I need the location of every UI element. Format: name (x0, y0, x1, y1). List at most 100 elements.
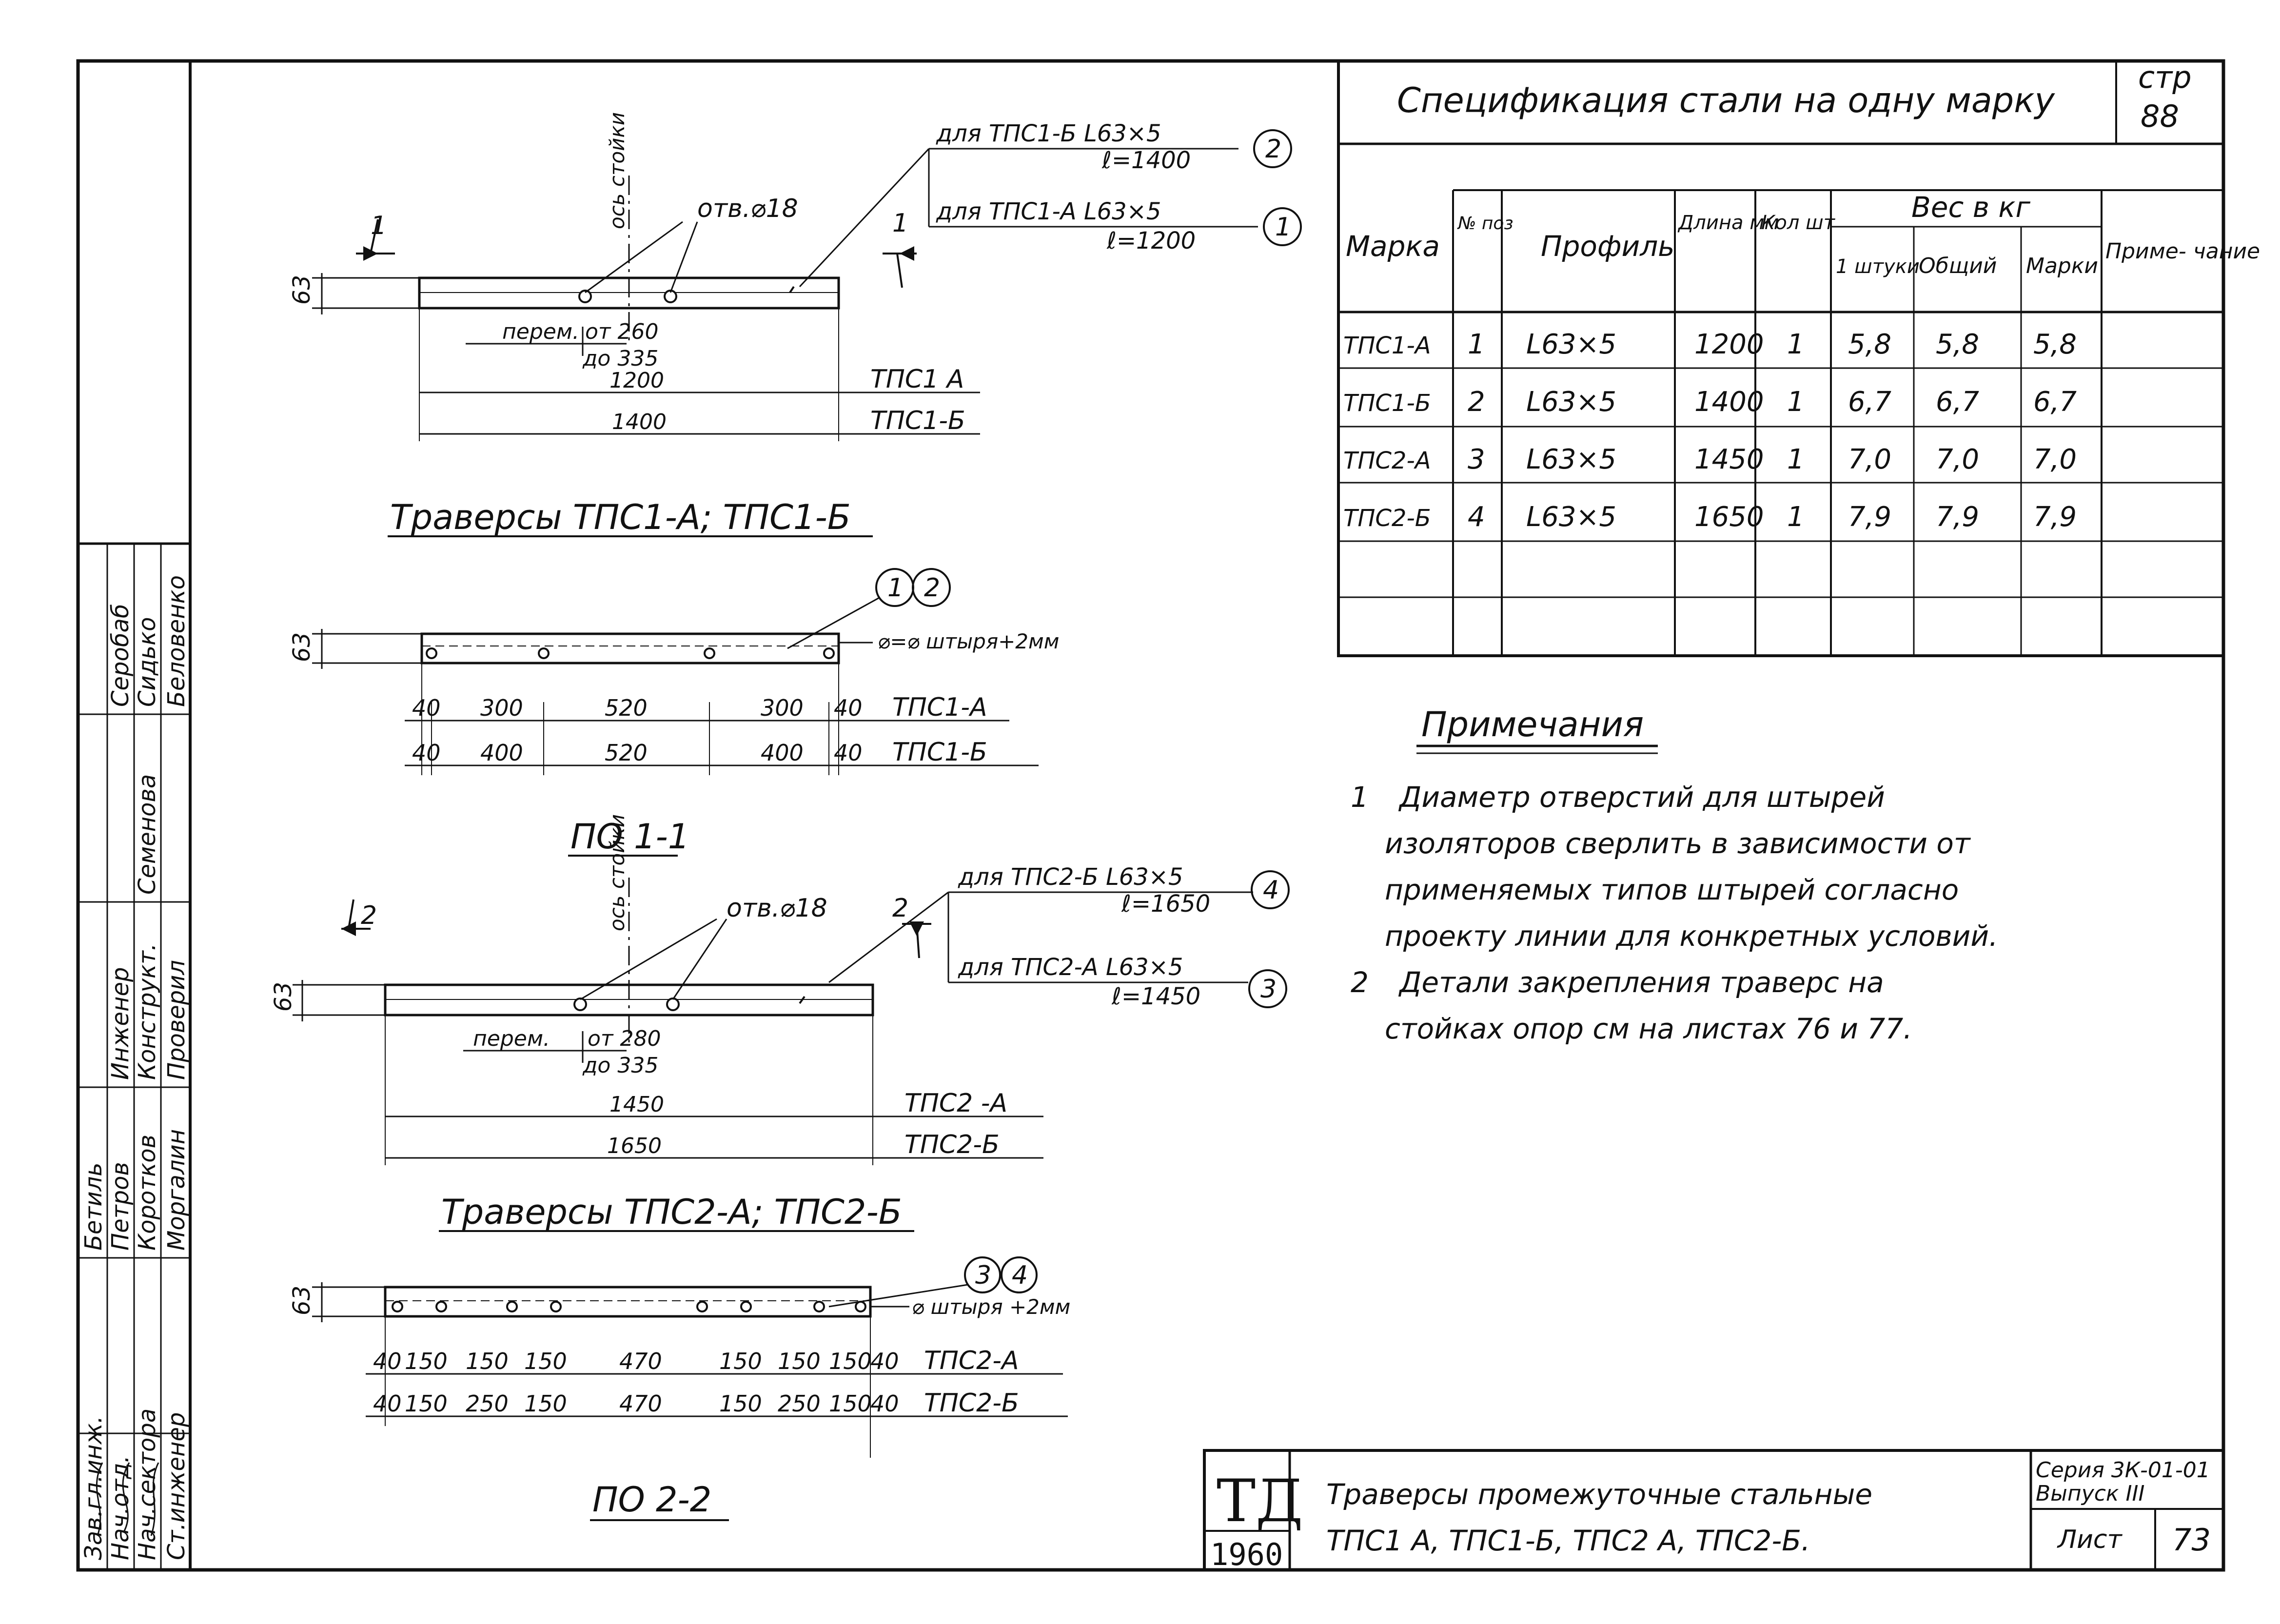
shift-label-d1: перем. (502, 319, 579, 344)
spec-cell-profile: L63×5 (1526, 444, 1616, 475)
plan2-mark-a: ТПС2-А (924, 1346, 1019, 1375)
note-number: 1 (1351, 781, 1369, 814)
sheet-number: 73 (2172, 1522, 2211, 1558)
stamp-role-4: Инженер (107, 967, 134, 1080)
stamp-role-5: Конструкт. (134, 943, 161, 1080)
dim-value: 40 (870, 1390, 899, 1417)
plan2-circle-3: 3 (975, 1261, 991, 1290)
shift-from-d2: от 280 (588, 1026, 661, 1051)
stamp-name-3: Моргалин (163, 1129, 190, 1251)
callout-tps2b-len: ℓ=1650 (1121, 890, 1210, 918)
plan2-circle-4: 4 (1012, 1261, 1028, 1290)
drawing-tps2: 2 2 63 ось стойки отв.⌀18 для ТПС2-Б L63… (270, 814, 1290, 1232)
dim-value: 40 (412, 740, 441, 766)
dim-63-p1: 63 (288, 632, 315, 662)
callout-tps2a: для ТПС2-А L63×5 (958, 954, 1183, 981)
mark-tps1a-d1: ТПС1 А (870, 365, 964, 394)
dim-value: 300 (480, 695, 523, 721)
stamp-name-2: Коротков (134, 1135, 161, 1251)
col-total: Общий (1919, 254, 1997, 278)
mark-tps2a-d2: ТПС2 -А (904, 1089, 1007, 1118)
pos-circle-1: 1 (1275, 213, 1291, 242)
spec-cell-profile: L63×5 (1526, 386, 1616, 418)
spec-cell-per_mark: 6,7 (2033, 386, 2077, 418)
col-profile: Профиль (1541, 230, 1674, 263)
drawing-tps1: 1 1 63 ось стойки отв.⌀18 для ТПС1-Б L63… (288, 112, 1302, 537)
shift-label-d2: перем. (473, 1026, 550, 1051)
col-weight: Вес в кг (1911, 191, 2030, 224)
signatures (96, 1462, 159, 1536)
spec-cell-length: 1400 (1694, 386, 1764, 418)
section-mark-2-left: 2 (361, 901, 377, 930)
dim-value: 40 (834, 740, 863, 766)
spec-cell-qty: 1 (1787, 501, 1805, 533)
caption-tps2: Траверсы ТПС2-А; ТПС2-Б (441, 1192, 902, 1232)
outer-frame (76, 59, 2225, 1572)
col-qty: Кол шт (1761, 212, 1836, 234)
dim-value: 470 (619, 1390, 662, 1417)
dim-value: 150 (405, 1348, 448, 1374)
col-pos: № поз (1457, 214, 1513, 234)
plan1-circle-2: 2 (924, 573, 940, 603)
pos-circle-2: 2 (1265, 135, 1281, 164)
note-line: Диаметр отверстий для штырей (1398, 781, 1885, 814)
dim-value: 150 (466, 1348, 509, 1374)
dim-value: 300 (761, 695, 804, 721)
hole-label-d1: отв.⌀18 (697, 194, 798, 223)
spec-cell-one: 7,0 (1848, 444, 1891, 475)
title-block: ТД 1960 Траверсы промежуточные стальные … (1203, 1449, 2225, 1572)
dim-value: 400 (480, 740, 523, 766)
stamp-role-3: Ст.инженер (163, 1412, 190, 1560)
spec-cell-length: 1650 (1694, 501, 1764, 533)
stamp-name-4: Серобаб (107, 604, 134, 707)
spec-cell-total: 5,8 (1936, 329, 1979, 360)
spec-cell-pos: 3 (1468, 444, 1485, 475)
col-length: Длина мм (1677, 212, 1779, 234)
dim-value: 400 (761, 740, 804, 766)
section-mark-1-right: 1 (892, 209, 908, 238)
dim-value: 470 (619, 1348, 662, 1374)
stamp-role-0: Зав.гл.инж. (80, 1416, 107, 1560)
stamp-name-7: Беловенко (163, 575, 190, 707)
dim-value: 250 (466, 1390, 509, 1417)
dim-value: 520 (605, 740, 648, 766)
notes-list: 1 Диаметр отверстий для штырей изоляторов … (1351, 781, 1998, 1045)
callout-tps1b: для ТПС1-Б L63×5 (936, 120, 1161, 147)
dim-value: 40 (412, 695, 441, 721)
callout-tps2b: для ТПС2-Б L63×5 (958, 863, 1183, 891)
dim-value: 150 (829, 1348, 872, 1374)
dim-63-d1: 63 (288, 275, 315, 305)
note-line: Детали закрепления траверс на (1398, 966, 1884, 999)
stamp-role-6: Проверил (163, 960, 190, 1080)
stamp-role-1: Нач.отд. (107, 1455, 134, 1560)
dim-value: 150 (405, 1390, 448, 1417)
spec-cell-pos: 1 (1468, 329, 1485, 360)
note-line: проекту линии для конкретных условий. (1385, 920, 1998, 953)
shift-to-d1: до 335 (582, 346, 658, 371)
pos-circle-3: 3 (1260, 975, 1277, 1004)
spec-cell-total: 6,7 (1936, 386, 1979, 418)
mark-tps2b-d2: ТПС2-Б (904, 1130, 1000, 1159)
spec-cell-mark: ТПС1-А (1343, 332, 1431, 359)
spec-title: Спецификация стали на одну марку (1397, 80, 2056, 120)
sheet-title-2: ТПС1 А, ТПС1-Б, ТПС2 А, ТПС2-Б. (1326, 1524, 1810, 1557)
note-line: изоляторов сверлить в зависимости от (1385, 827, 1971, 860)
beam-tps2-plan (384, 1286, 872, 1318)
sheet-label: Лист (2057, 1525, 2123, 1554)
dim-value: 40 (870, 1348, 899, 1374)
spec-cell-length: 1450 (1694, 444, 1764, 475)
stamp-name-5: Сидько (134, 617, 161, 707)
col-one: 1 штуки (1836, 255, 1920, 278)
spec-cell-length: 1200 (1694, 329, 1764, 360)
callout-tps1b-len: ℓ=1400 (1101, 147, 1191, 174)
note-line: стойках опор см на листах 76 и 77. (1385, 1012, 1912, 1045)
spec-cell-total: 7,9 (1936, 501, 1979, 533)
plan2-note: ⌀ штыря +2мм (912, 1295, 1070, 1319)
hole-label-d2: отв.⌀18 (727, 894, 827, 923)
spec-cell-pos: 4 (1468, 501, 1485, 533)
caption-po-1-1: ПО 1-1 (570, 817, 689, 857)
plan1-circle-1: 1 (887, 573, 904, 603)
callout-tps2a-len: ℓ=1450 (1111, 983, 1200, 1010)
